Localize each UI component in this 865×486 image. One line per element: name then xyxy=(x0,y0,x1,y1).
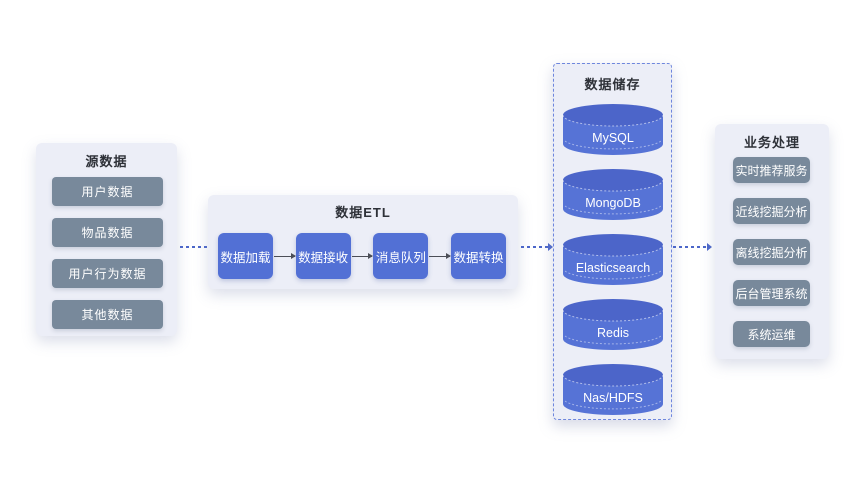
source-panel-title: 源数据 xyxy=(85,154,128,169)
arrow-right-icon xyxy=(274,252,296,259)
node-message-queue: 消息队列 xyxy=(373,233,429,279)
node-nearline-mining-analysis: 近线挖掘分析 xyxy=(733,198,810,224)
node-data-receive: 数据接收 xyxy=(295,233,351,279)
business-items-list: 实时推荐服务 近线挖掘分析 离线挖掘分析 后台管理系统 系统运维 xyxy=(733,157,810,347)
storage-panel-title: 数据储存 xyxy=(584,77,641,92)
database-cylinder-icon xyxy=(562,104,664,155)
node-user-data: 用户数据 xyxy=(52,177,163,206)
node-user-behavior-data: 用户行为数据 xyxy=(52,259,163,288)
node-data-transform: 数据转换 xyxy=(451,233,507,279)
business-processing-panel: 业务处理 实时推荐服务 近线挖掘分析 离线挖掘分析 后台管理系统 系统运维 xyxy=(715,124,829,359)
node-system-operations: 系统运维 xyxy=(733,321,810,347)
database-redis: Redis xyxy=(562,298,664,351)
node-data-load: 数据加载 xyxy=(218,233,273,279)
arrow-right-icon xyxy=(351,252,374,259)
arrowhead-icon xyxy=(707,243,712,251)
node-backend-management-system: 后台管理系统 xyxy=(733,280,810,306)
database-cylinder-icon xyxy=(562,364,664,415)
source-items-list: 用户数据 物品数据 用户行为数据 其他数据 xyxy=(52,177,163,329)
source-data-panel: 源数据 用户数据 物品数据 用户行为数据 其他数据 xyxy=(36,143,177,336)
database-list: MySQL MongoDB Elasticsearch xyxy=(562,103,664,416)
database-mongodb: MongoDB xyxy=(562,168,664,221)
business-panel-title: 业务处理 xyxy=(743,135,800,150)
etl-panel-title: 数据ETL xyxy=(335,205,391,220)
database-nas-hdfs: Nas/HDFS xyxy=(562,363,664,416)
database-label: Nas/HDFS xyxy=(583,390,643,405)
data-storage-panel: 数据储存 MySQL MongoDB xyxy=(553,63,672,420)
database-label: MongoDB xyxy=(585,195,641,210)
etl-panel: 数据ETL 数据加载 数据接收 消息队列 数据转换 xyxy=(208,195,518,289)
node-other-data: 其他数据 xyxy=(52,300,163,329)
node-realtime-recommend-service: 实时推荐服务 xyxy=(733,157,810,183)
dashed-arrow-storage-to-business xyxy=(673,243,712,251)
database-cylinder-icon xyxy=(562,169,664,220)
arrow-right-icon xyxy=(429,252,451,259)
arrowhead-icon xyxy=(548,243,553,251)
dashed-arrow-etl-to-storage xyxy=(521,243,553,251)
database-label: Elasticsearch xyxy=(575,260,651,275)
database-cylinder-icon xyxy=(562,299,664,350)
node-offline-mining-analysis: 离线挖掘分析 xyxy=(733,239,810,265)
database-elasticsearch: Elasticsearch xyxy=(562,233,664,286)
dashed-arrow-source-to-etl xyxy=(180,243,215,251)
node-item-data: 物品数据 xyxy=(52,218,163,247)
database-mysql: MySQL xyxy=(562,103,664,156)
database-label: MySQL xyxy=(592,130,634,145)
database-cylinder-icon xyxy=(562,234,664,285)
database-label: Redis xyxy=(597,325,629,340)
etl-steps-row: 数据加载 数据接收 消息队列 数据转换 xyxy=(218,233,507,279)
